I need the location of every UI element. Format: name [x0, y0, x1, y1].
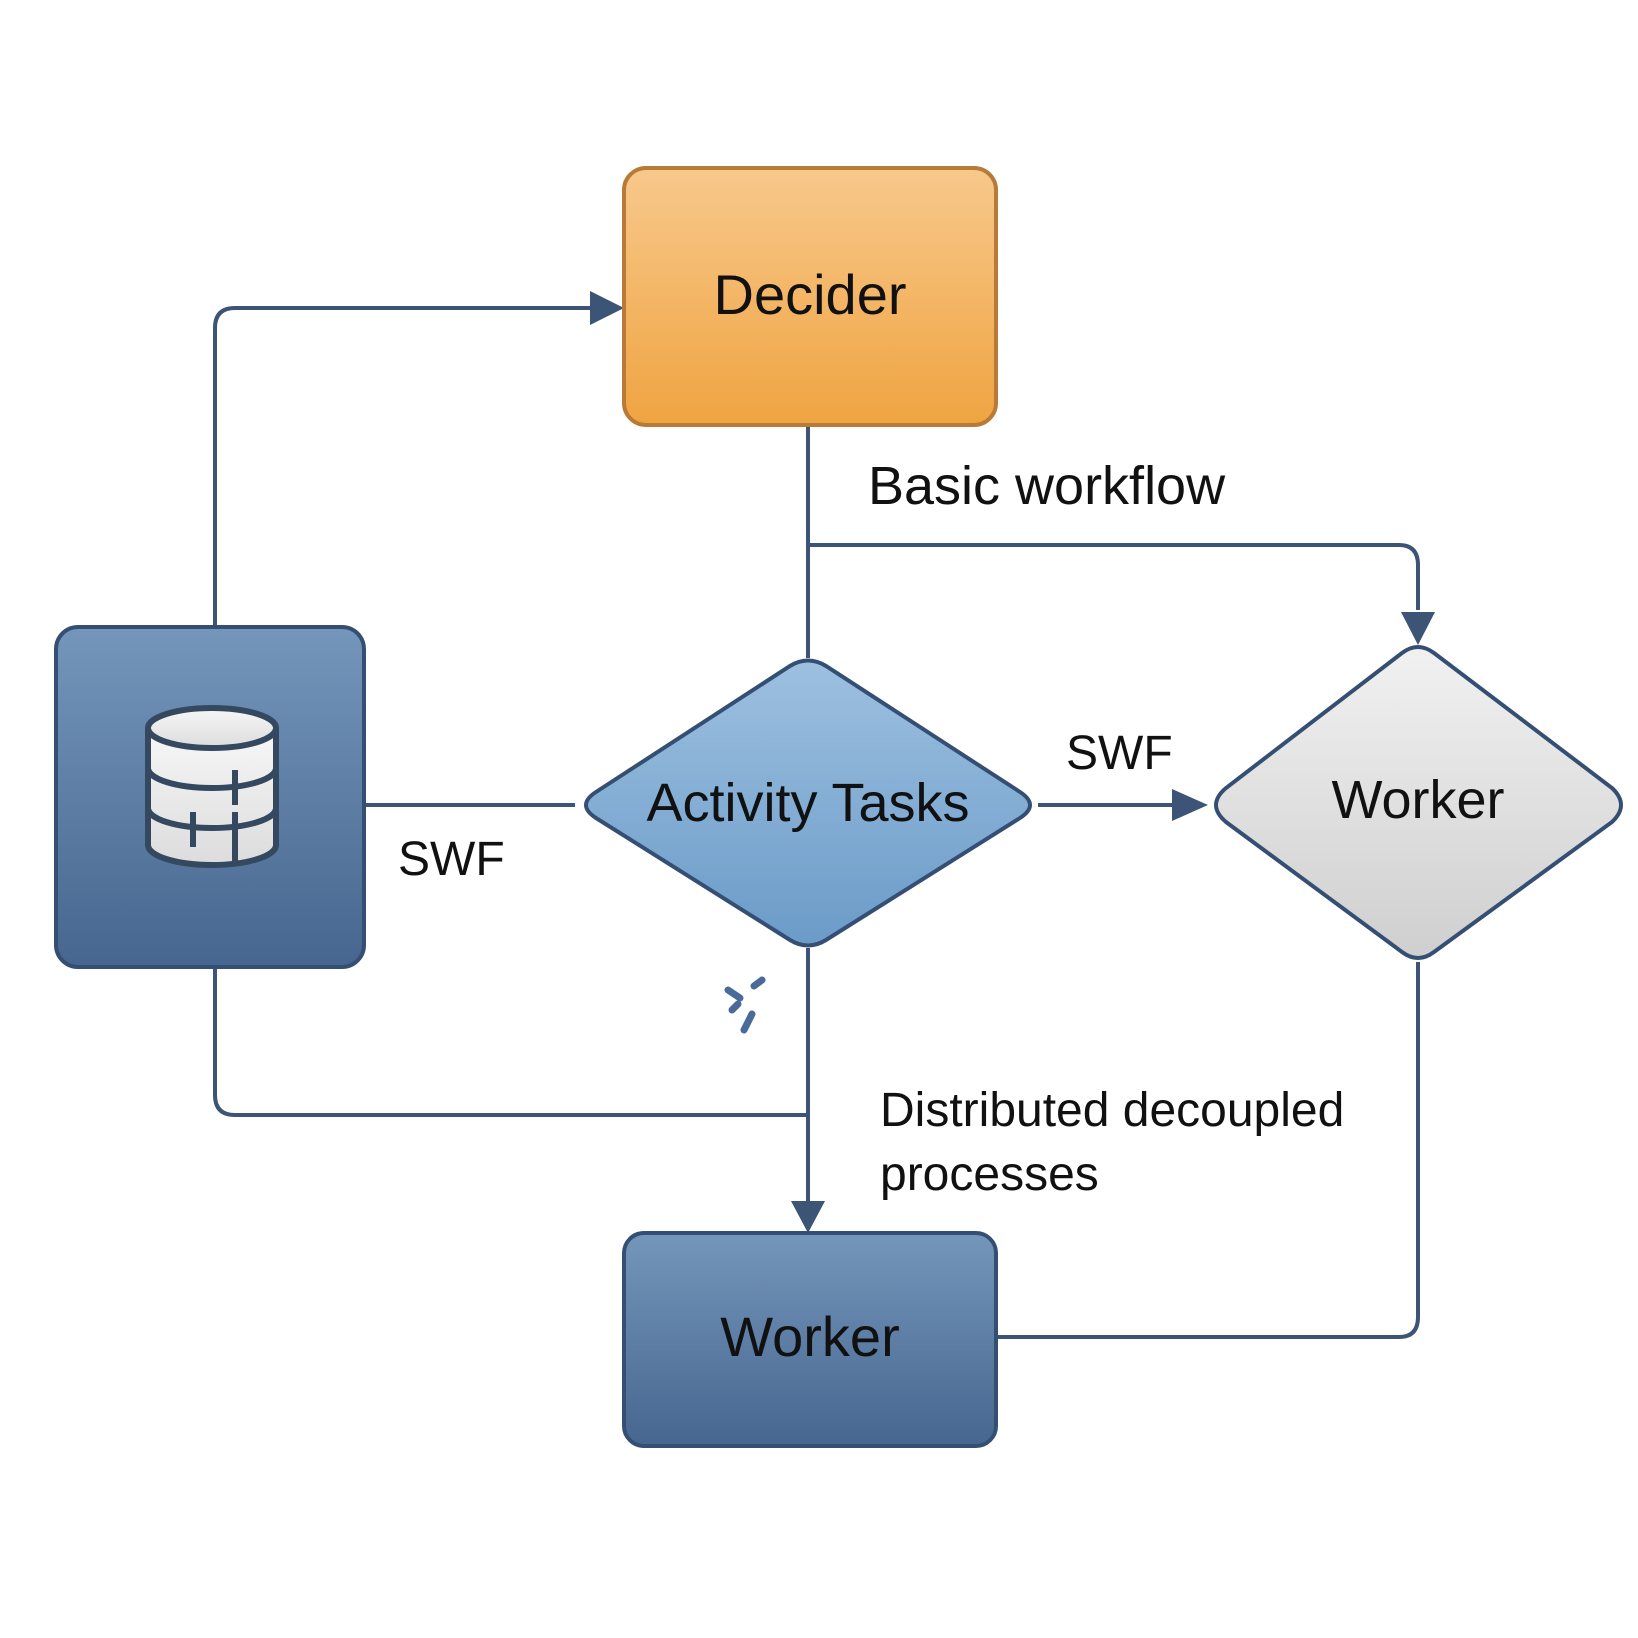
decider-label: Decider [713, 263, 907, 326]
activity-tasks-node[interactable] [584, 658, 1032, 948]
database-icon [145, 705, 279, 868]
edge-storage-to-worker-bottom [213, 968, 808, 1117]
edge-branch-to-worker-right [808, 543, 1420, 610]
worker-right-label: Worker [1331, 770, 1505, 830]
basic-workflow-label: Basic workflow [868, 456, 1226, 516]
arrowhead-right [590, 291, 624, 325]
distributed-label-line1: Distributed decoupled [880, 1084, 1345, 1137]
swf-label-left: SWF [398, 833, 505, 886]
edge-worker-bottom-to-worker-right [998, 962, 1420, 1339]
worker-bottom-label: Worker [720, 1305, 900, 1368]
arrowhead-down [791, 1201, 825, 1233]
edge-storage-to-decider [213, 306, 590, 625]
worker-right-node[interactable] [1214, 645, 1623, 960]
activity-tasks-label: Activity Tasks [646, 773, 970, 833]
swf-label-right: SWF [1066, 727, 1173, 780]
distributed-label-line2: processes [880, 1148, 1099, 1201]
sparkle-icon [724, 976, 766, 1034]
worker-bottom-node[interactable] [622, 1231, 998, 1448]
arrowhead-down [1401, 612, 1435, 645]
decider-node[interactable] [622, 166, 998, 427]
arrowhead-right [1172, 789, 1208, 821]
